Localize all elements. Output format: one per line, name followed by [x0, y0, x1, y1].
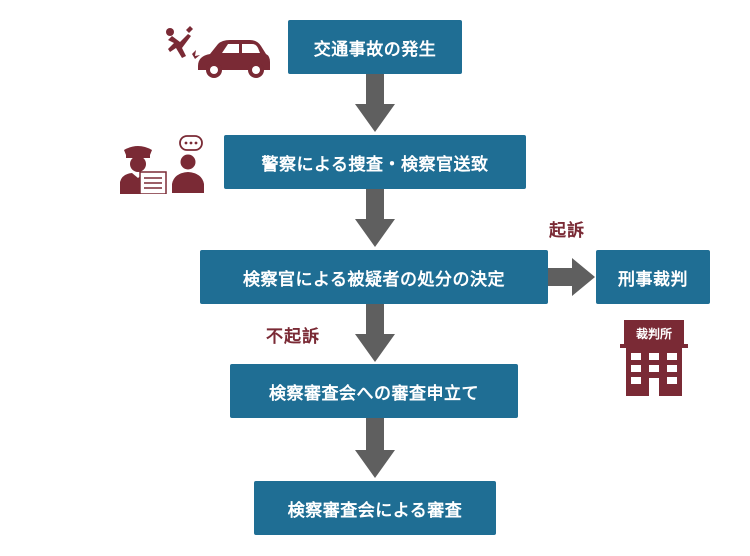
node-review-committee: 検察審査会による審査 — [254, 481, 496, 535]
node-criminal-trial: 刑事裁判 — [596, 250, 710, 304]
car-accident-icon — [166, 26, 270, 78]
node-accident: 交通事故の発生 — [288, 20, 462, 74]
courthouse-sign-text: 裁判所 — [636, 326, 672, 341]
label-indictment: 起訴 — [549, 221, 585, 241]
arrow-down-3 — [355, 304, 395, 362]
arrow-down-1 — [355, 74, 395, 132]
node-police-investigation: 警察による捜査・検察官送致 — [224, 135, 526, 189]
arrow-down-4 — [355, 418, 395, 478]
police-officer-icon — [120, 146, 167, 194]
node-prosecutor-disposition: 検察官による被疑者の処分の決定 — [200, 250, 548, 304]
node-review-application: 検察審査会への審査申立て — [230, 364, 518, 418]
person-speech-icon — [172, 135, 204, 193]
courthouse-icon: 裁判所 — [620, 320, 688, 396]
label-non-indictment: 不起訴 — [266, 327, 320, 347]
arrow-right-trial — [548, 258, 595, 296]
arrow-down-2 — [355, 189, 395, 247]
